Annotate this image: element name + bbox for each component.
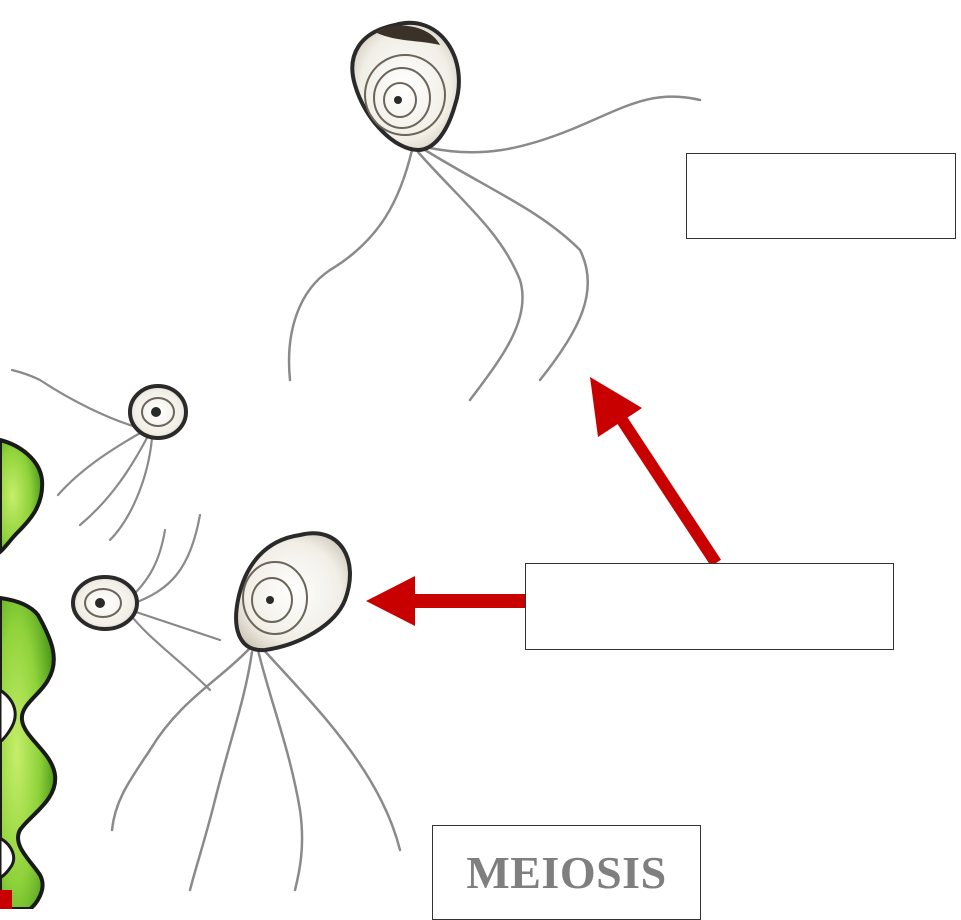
red-arrow-left-icon [366, 576, 525, 626]
answer-box-top[interactable] [686, 153, 956, 239]
gamete-small-middle [73, 515, 220, 690]
gamete-body [352, 23, 459, 150]
gamete-nucleus [394, 96, 402, 104]
answer-box-middle[interactable] [525, 563, 894, 650]
red-arrow-up-left-icon [590, 377, 716, 563]
gamete-small-upper [12, 370, 186, 540]
gamete-large-top [289, 23, 700, 400]
algae-lobe-upper [0, 440, 42, 552]
gamete-nucleus [266, 596, 274, 604]
red-corner-fragment [0, 890, 12, 909]
algae-filament [0, 440, 55, 909]
meiosis-label: MEIOSIS [466, 846, 666, 899]
gamete-nucleus [95, 598, 105, 608]
meiosis-label-box: MEIOSIS [432, 825, 701, 920]
gamete-nucleus [151, 407, 161, 417]
gamete-medium-center [112, 533, 400, 890]
gamete-flagella [289, 97, 700, 400]
